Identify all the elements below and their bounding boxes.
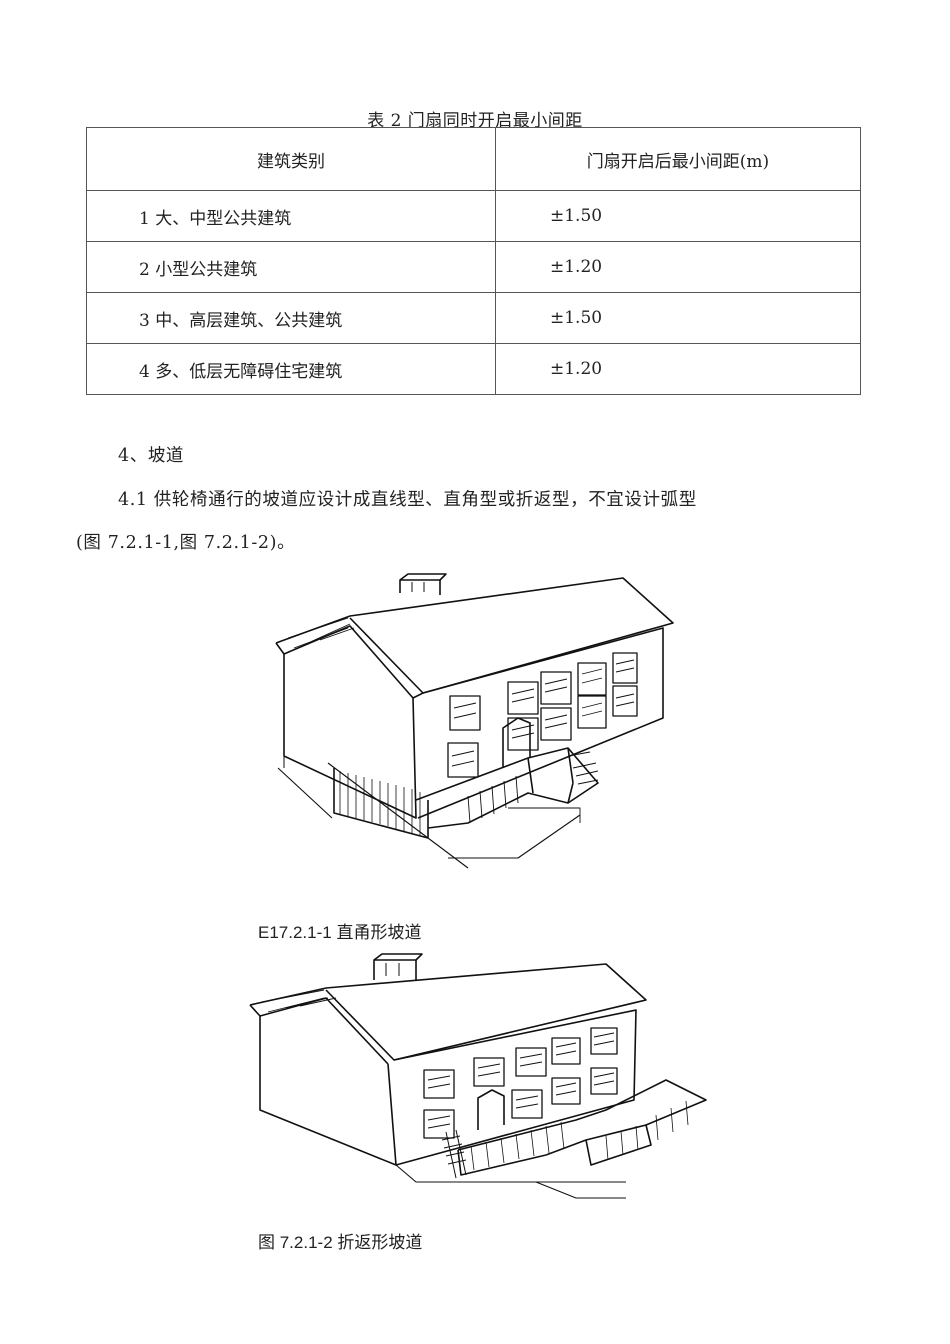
cell-building-type: 1 大、中型公共建筑 [86, 190, 496, 242]
table-row: 3 中、高层建筑、公共建筑 ±1.50 [86, 292, 861, 344]
figure-caption: 图 7.2.1-2 折返形坡道 [258, 1233, 423, 1252]
table-row: 2 小型公共建筑 ±1.20 [86, 241, 861, 293]
header-building-type: 建筑类别 [86, 127, 496, 191]
table-row: 1 大、中型公共建筑 ±1.50 [86, 190, 861, 242]
table-caption: 表 2 门扇同时开启最小间距 [367, 111, 583, 131]
table-header-row: 建筑类别 门扇开启后最小间距(m) [86, 127, 861, 191]
table-row: 4 多、低层无障碍住宅建筑 ±1.20 [86, 343, 861, 395]
switchback-ramp-illustration [249, 953, 707, 1199]
figure-caption: E17.2.1-1 直甬形坡道 [258, 923, 422, 942]
paragraph-line: (图 7.2.1-1,图 7.2.1-2)。 [76, 533, 296, 553]
cell-building-type: 3 中、高层建筑、公共建筑 [86, 292, 496, 344]
cell-building-type: 4 多、低层无障碍住宅建筑 [86, 343, 496, 395]
door-spacing-table: 建筑类别 门扇开启后最小间距(m) 1 大、中型公共建筑 ±1.50 2 小型公… [86, 127, 861, 395]
paragraph-line: 4.1 供轮椅通行的坡道应设计成直线型、直角型或折返型，不宜设计弧型 [118, 490, 697, 510]
cell-min-spacing: ±1.50 [495, 190, 861, 242]
section-heading: 4、坡道 [118, 446, 185, 466]
cell-min-spacing: ±1.20 [495, 241, 861, 293]
cell-min-spacing: ±1.20 [495, 343, 861, 395]
cell-building-type: 2 小型公共建筑 [86, 241, 496, 293]
straight-ramp-illustration [275, 573, 674, 869]
header-min-spacing: 门扇开启后最小间距(m) [495, 127, 861, 191]
cell-min-spacing: ±1.50 [495, 292, 861, 344]
